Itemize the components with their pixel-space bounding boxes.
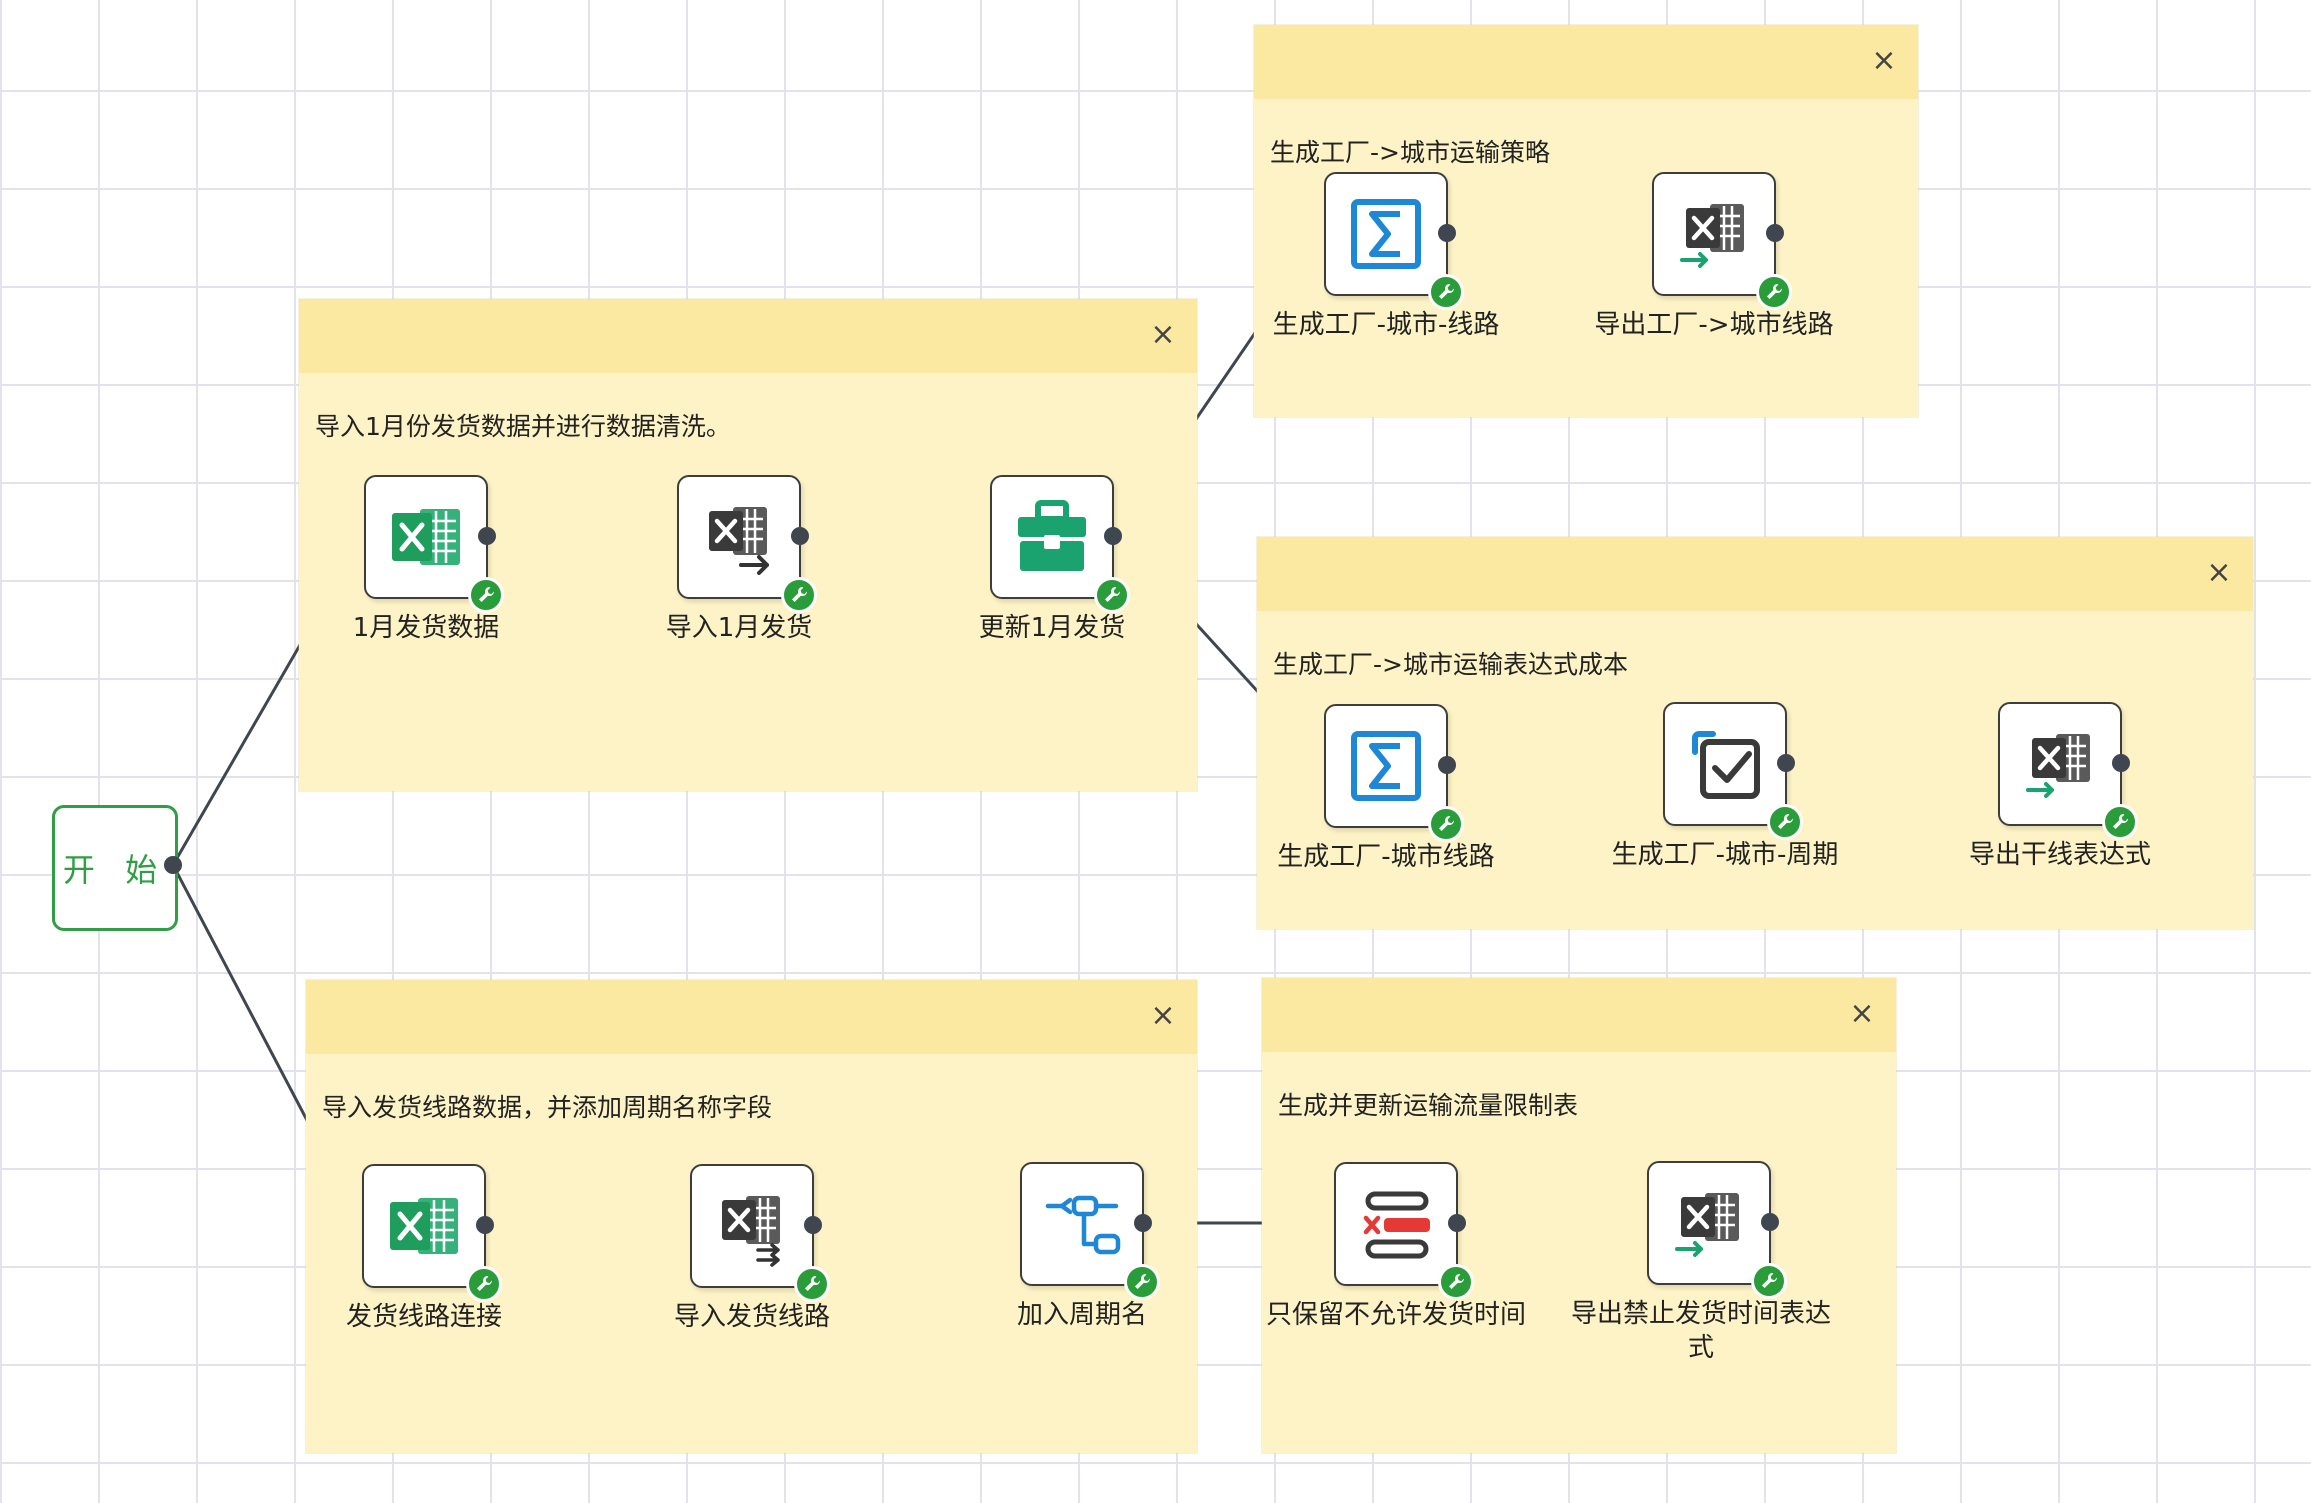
node-keep-disallowed-delivery-time[interactable]: 只保留不允许发货时间 <box>1266 1162 1526 1330</box>
config-wrench-badge-icon[interactable] <box>1438 1264 1474 1300</box>
node-box[interactable] <box>1663 702 1787 826</box>
sigma-sum-icon <box>1351 199 1421 269</box>
output-port[interactable] <box>1777 754 1795 772</box>
group-header[interactable] <box>299 299 1197 373</box>
node-box[interactable] <box>1998 702 2122 826</box>
node-box[interactable] <box>677 475 801 599</box>
close-icon[interactable]: × <box>1150 317 1176 352</box>
node-box[interactable] <box>1324 704 1448 828</box>
node-export-prohibited-delivery-expression[interactable]: 导出禁止发货时间表达式 <box>1571 1161 1831 1363</box>
close-icon[interactable]: × <box>1871 43 1897 78</box>
config-wrench-badge-icon[interactable] <box>1767 804 1803 840</box>
excel-import-icon <box>722 1196 780 1267</box>
group-description: 生成工厂->城市运输策略 <box>1270 138 1550 167</box>
node-label: 生成工厂-城市-线路 <box>1272 310 1500 340</box>
node-label: 导出禁止发货时间表达式 <box>1571 1299 1832 1363</box>
node-label: 导入发货线路 <box>673 1302 830 1332</box>
config-wrench-badge-icon[interactable] <box>2102 804 2138 840</box>
excel-source-icon <box>392 509 460 565</box>
output-port[interactable] <box>1448 1214 1466 1232</box>
toolbox-update-icon <box>1018 500 1086 571</box>
node-delivery-route-connection[interactable]: 发货线路连接 <box>346 1164 502 1332</box>
output-port[interactable] <box>804 1216 822 1234</box>
config-wrench-badge-icon[interactable] <box>794 1266 830 1302</box>
config-wrench-badge-icon[interactable] <box>1756 274 1792 310</box>
node-box[interactable] <box>1324 172 1448 296</box>
output-port[interactable] <box>1761 1213 1779 1231</box>
checkbox-select-icon <box>1692 731 1760 799</box>
excel-export-icon <box>1680 204 1744 268</box>
node-label: 更新1月发货 <box>978 613 1126 643</box>
group-description: 生成并更新运输流量限制表 <box>1278 1091 1579 1120</box>
config-wrench-badge-icon[interactable] <box>781 577 817 613</box>
config-wrench-badge-icon[interactable] <box>468 577 504 613</box>
node-label: 只保留不允许发货时间 <box>1265 1300 1526 1330</box>
node-box[interactable] <box>1334 1162 1458 1286</box>
node-box[interactable] <box>1652 172 1776 296</box>
output-port[interactable] <box>1438 224 1456 242</box>
output-port[interactable] <box>1104 527 1122 545</box>
node-import-delivery-route[interactable]: 导入发货线路 <box>674 1164 830 1332</box>
config-wrench-badge-icon[interactable] <box>1428 806 1464 842</box>
group-header[interactable] <box>1254 25 1918 99</box>
node-box[interactable] <box>690 1164 814 1288</box>
start-label: 开 始 <box>62 851 168 889</box>
node-box[interactable] <box>1020 1162 1144 1286</box>
node-label: 生成工厂-城市-周期 <box>1611 840 1839 870</box>
node-box[interactable] <box>990 475 1114 599</box>
excel-export-icon <box>2026 734 2090 798</box>
node-label: 生成工厂-城市线路 <box>1277 842 1495 872</box>
start-output-port[interactable] <box>164 856 182 874</box>
output-port[interactable] <box>2112 754 2130 772</box>
node-label: 加入周期名 <box>1016 1300 1147 1330</box>
group-factory-city-strategy[interactable]: × 生成工厂->城市运输策略 <box>1254 25 1918 417</box>
config-wrench-badge-icon[interactable] <box>466 1266 502 1302</box>
node-box[interactable] <box>364 475 488 599</box>
output-port[interactable] <box>1766 224 1784 242</box>
node-january-delivery-data[interactable]: 1月发货数据 <box>353 475 504 643</box>
node-label: 发货线路连接 <box>345 1302 502 1332</box>
node-box[interactable] <box>362 1164 486 1288</box>
node-update-january-delivery[interactable]: 更新1月发货 <box>979 475 1130 643</box>
excel-source-icon <box>390 1198 458 1254</box>
close-icon[interactable]: × <box>1849 996 1875 1031</box>
group-header[interactable] <box>1257 537 2253 611</box>
group-description: 生成工厂->城市运输表达式成本 <box>1273 650 1628 679</box>
node-import-january-delivery[interactable]: 导入1月发货 <box>666 475 817 643</box>
node-label: 1月发货数据 <box>352 613 500 643</box>
close-icon[interactable]: × <box>2206 555 2232 590</box>
config-wrench-badge-icon[interactable] <box>1124 1264 1160 1300</box>
node-generate-factory-city-lines[interactable]: 生成工厂-城市线路 <box>1277 704 1495 872</box>
node-box[interactable] <box>1647 1161 1771 1285</box>
group-description: 导入发货线路数据，并添加周期名称字段 <box>322 1093 773 1122</box>
excel-import-icon <box>709 507 769 575</box>
excel-export-icon <box>1675 1193 1739 1257</box>
node-generate-factory-city-route[interactable]: 生成工厂-城市-线路 <box>1273 172 1499 340</box>
group-flow-limit-table[interactable]: × 生成并更新运输流量限制表 <box>1262 978 1896 1453</box>
output-port[interactable] <box>1134 1214 1152 1232</box>
node-export-factory-city-route[interactable]: 导出工厂->城市线路 <box>1594 172 1834 340</box>
tree-branch-icon <box>1045 1195 1121 1255</box>
node-label: 导出工厂->城市线路 <box>1594 310 1834 340</box>
node-label: 导入1月发货 <box>665 613 813 643</box>
sigma-sum-icon <box>1351 731 1421 801</box>
node-add-period-name[interactable]: 加入周期名 <box>1017 1162 1160 1330</box>
output-port[interactable] <box>478 527 496 545</box>
config-wrench-badge-icon[interactable] <box>1094 577 1130 613</box>
group-header[interactable] <box>306 980 1197 1054</box>
output-port[interactable] <box>476 1216 494 1234</box>
node-export-trunk-expression[interactable]: 导出干线表达式 <box>1969 702 2151 870</box>
group-header[interactable] <box>1262 978 1896 1052</box>
node-label: 导出干线表达式 <box>1968 840 2151 870</box>
close-icon[interactable]: × <box>1150 998 1176 1033</box>
group-description: 导入1月份发货数据并进行数据清洗。 <box>315 412 731 441</box>
output-port[interactable] <box>791 527 809 545</box>
config-wrench-badge-icon[interactable] <box>1751 1263 1787 1299</box>
node-generate-factory-city-period[interactable]: 生成工厂-城市-周期 <box>1612 702 1838 870</box>
output-port[interactable] <box>1438 756 1456 774</box>
filter-rows-icon <box>1363 1191 1430 1259</box>
config-wrench-badge-icon[interactable] <box>1428 274 1464 310</box>
start-node[interactable]: 开 始 <box>52 805 178 931</box>
